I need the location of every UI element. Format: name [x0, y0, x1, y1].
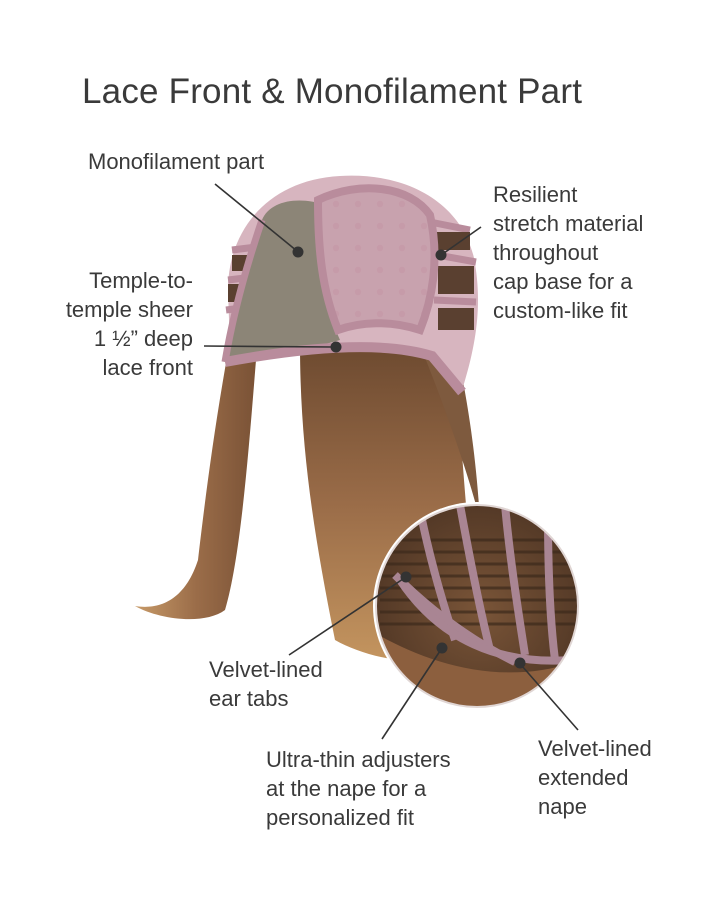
- callout-line: stretch material: [493, 211, 644, 236]
- callout-line: 1 ½” deep: [93, 326, 193, 351]
- callout-line: custom-like fit: [493, 298, 628, 323]
- callout-line: personalized fit: [266, 805, 414, 830]
- callout-line: cap base for a: [493, 269, 633, 294]
- callout-line: temple sheer: [65, 297, 193, 322]
- callout-line: Ultra-thin adjusters: [266, 747, 451, 772]
- callout-line: nape: [538, 794, 587, 819]
- callout-nape: Velvet-lined extended nape: [538, 734, 652, 821]
- wig-cap: [221, 175, 478, 396]
- callout-line: throughout: [493, 240, 599, 265]
- callout-line: lace front: [102, 355, 194, 380]
- page-title: Lace Front & Monofilament Part: [82, 72, 583, 111]
- nape-inset: [373, 502, 581, 710]
- callout-ear-tabs: Velvet-lined ear tabs: [209, 655, 323, 713]
- callout-line: Velvet-lined: [209, 657, 323, 682]
- callout-line: Monofilament part: [88, 149, 265, 174]
- callout-line: extended: [538, 765, 629, 790]
- callout-line: at the nape for a: [266, 776, 427, 801]
- callout-stretch-material: Resilient stretch material throughout ca…: [493, 180, 643, 325]
- callout-adjusters: Ultra-thin adjusters at the nape for a p…: [266, 745, 451, 832]
- callout-line: Velvet-lined: [538, 736, 652, 761]
- callout-monofilament-part: Monofilament part: [88, 147, 264, 176]
- callout-line: Temple-to-: [89, 268, 193, 293]
- callout-line: ear tabs: [209, 686, 289, 711]
- callout-lace-front: Temple-to- temple sheer 1 ½” deep lace f…: [66, 266, 193, 382]
- callout-line: Resilient: [493, 182, 578, 207]
- leader-lines: [203, 183, 579, 740]
